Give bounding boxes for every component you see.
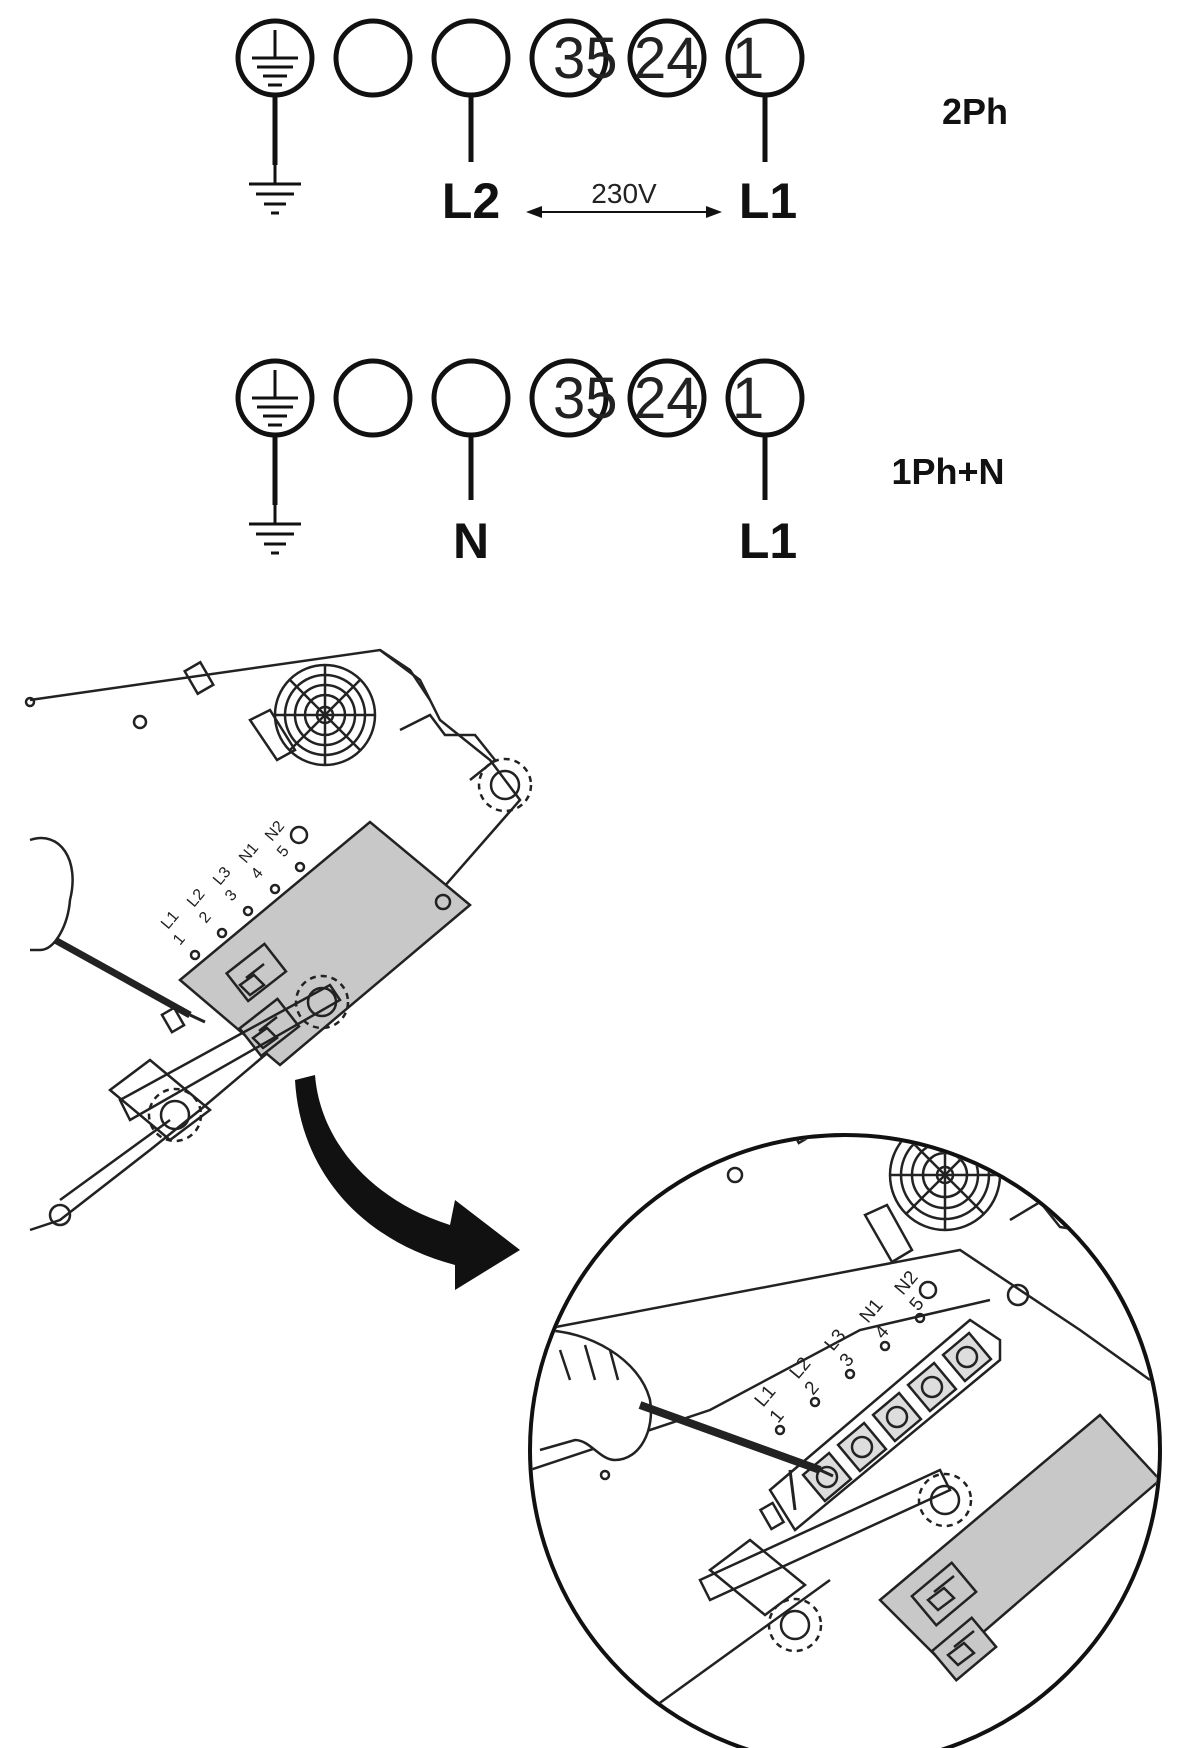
earth-terminal-symbol [252,30,298,87]
terminal-screws [801,1331,993,1503]
device-illustration-top [24,648,533,1232]
hand-shape [29,836,74,952]
label-4: 4 [248,865,267,883]
terminal-num-4: 35 [553,26,618,91]
diagram-2ph-text: 35 24 1 L2 L1 230V 2Ph [442,26,1008,229]
ground-symbol [249,505,301,555]
terminal-5 [627,358,707,438]
diagram-1ph-text: 35 24 1 N L1 1Ph+N [453,366,1005,569]
label-5: 5 [274,843,293,861]
label-2: 2 [196,909,215,927]
label-l1: L1 [739,513,797,569]
zoomed-inset: L1 L2 L3 N1 N2 1 2 3 4 5 [528,1133,1162,1748]
terminal-num-5: 24 [634,26,699,91]
terminal-num-5: 24 [634,366,699,431]
label-n1: N1 [236,840,262,867]
title-1ph: 1Ph+N [891,451,1004,492]
terminal-2 [333,358,413,438]
label-n: N [453,513,489,569]
terminal-num-4: 35 [553,366,618,431]
diagram-1ph [235,358,805,555]
terminal-dots [774,1280,938,1436]
screwdriver-icon [638,1401,822,1474]
title-2ph: 2Ph [942,91,1008,132]
label-3: 3 [222,887,241,905]
fan-grille-icon [888,1137,1002,1232]
terminal-num-6: 1 [732,366,764,431]
label-l1: L1 [158,908,183,933]
label-l2: L2 [184,886,209,911]
curved-arrow-icon [295,1075,520,1290]
label-l1: L1 [739,173,797,229]
label-n2: N2 [262,818,288,845]
terminal-4 [529,18,609,98]
screwdriver-icon [53,936,192,1019]
hand-shape [539,1328,653,1462]
terminal-5 [627,18,707,98]
label-l3: L3 [210,864,235,889]
label-voltage: 230V [591,178,657,209]
terminal-num-6: 1 [732,26,764,91]
label-l2: L2 [442,173,500,229]
diagram-2ph [235,18,805,218]
ground-symbol [249,165,301,215]
terminal-3 [431,18,511,98]
terminal-2 [333,18,413,98]
voltage-arrow [526,206,722,218]
label-1: 1 [170,931,189,949]
terminal-4 [529,358,609,438]
terminal-3 [431,358,511,438]
terminal-dots [189,825,309,961]
earth-terminal-symbol [252,370,298,427]
fan-grille-icon [273,663,377,767]
